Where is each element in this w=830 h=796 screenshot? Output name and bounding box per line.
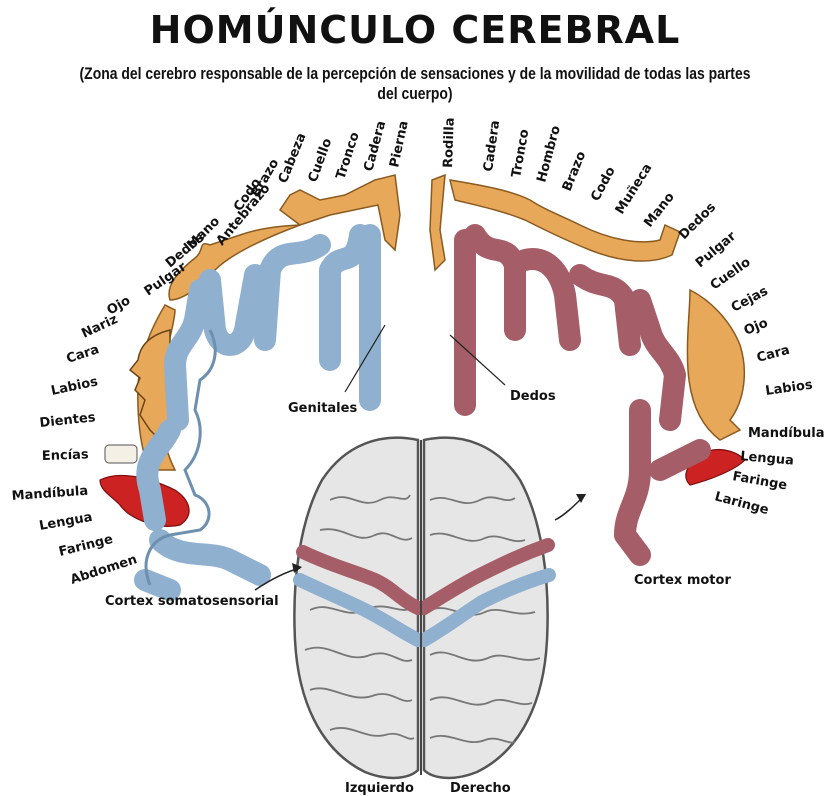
motor-label-rodilla: Rodilla [441, 117, 458, 168]
motor-label-labios: Labios [764, 377, 813, 398]
sensory-label-cara: Cara [65, 342, 101, 367]
sensory-label-pierna: Pierna [387, 119, 411, 168]
sensory-cortex-label: Cortex somatosensorial [105, 594, 279, 609]
motor-label-cara: Cara [755, 343, 791, 366]
motor-label-mandibula: Mandíbula [748, 426, 825, 441]
sensory-label-encias: Encías [42, 447, 90, 464]
motor-label-dedos: Dedos [676, 200, 719, 243]
sensory-label-dientes: Dientes [39, 410, 97, 431]
sensory-label-cabeza: Cabeza [276, 131, 310, 186]
sensory-label-mandibula: Mandíbula [11, 484, 88, 504]
motor-label-hombro: Hombro [534, 124, 564, 184]
sensory-label-abdomen: Abdomen [69, 552, 139, 588]
motor-label-ojo: Ojo [742, 316, 770, 339]
sensory-teeth [105, 445, 137, 463]
sensory-label-cuello: Cuello [306, 136, 336, 184]
sensory-label-nariz: Nariz [79, 312, 120, 342]
motor-label-tronco: Tronco [509, 128, 532, 179]
motor-cortex-label: Cortex motor [634, 573, 731, 588]
sensory-label-tronco: Tronco [334, 130, 363, 181]
motor-toes-label: Dedos [510, 389, 556, 404]
sensory-genitals-label: Genitales [288, 401, 357, 416]
motor-label-laringe: Laringe [713, 489, 770, 518]
sensory-label-labios: Labios [50, 374, 100, 399]
sensory-label-cadera: Cadera [361, 119, 389, 173]
motor-label-mano: Mano [641, 190, 677, 231]
motor-label-faringe: Faringe [731, 469, 788, 493]
brain-right-label: Derecho [450, 781, 511, 796]
motor-label-cadera: Cadera [481, 119, 503, 172]
motor-label-codo: Codo [588, 164, 619, 204]
motor-label-lengua: Lengua [740, 449, 795, 469]
brain-left-label: Izquierdo [345, 781, 414, 796]
brain-top-view [294, 438, 549, 778]
motor-label-cejas: Cejas [729, 284, 771, 316]
sensory-label-faringe: Faringe [57, 532, 114, 560]
motor-label-brazo: Brazo [560, 149, 590, 193]
sensory-label-lengua: Lengua [38, 510, 93, 534]
motor-label-muneca: Muñeca [613, 161, 656, 217]
